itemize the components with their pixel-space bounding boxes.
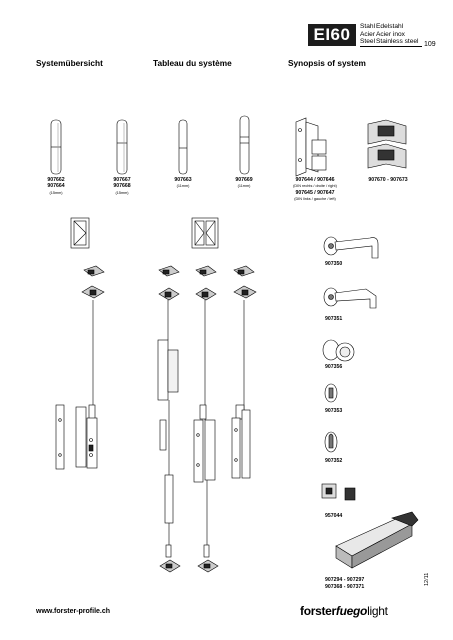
- handle-caption: 907351: [325, 316, 343, 322]
- part-caption: 907662 907664 (15mm): [47, 177, 65, 195]
- panic-bar-icon: [335, 511, 419, 569]
- brand-logo: forsterfuegolight: [300, 604, 388, 618]
- flush-bolt-icon: [157, 339, 179, 524]
- page-number: 109: [424, 41, 436, 48]
- material-label: Stainless steel: [376, 38, 419, 46]
- bolt-end-icon: [159, 544, 219, 573]
- cylinder-escutcheon-icon: [324, 431, 338, 453]
- lever-handle-icon: [323, 287, 377, 309]
- header-rule: [360, 46, 422, 47]
- hinge-bolt-icon: [239, 115, 250, 175]
- keeper-plate-icon: [83, 265, 255, 277]
- title-french: Tableau du système: [153, 58, 232, 68]
- handle-caption: 907356: [325, 364, 343, 370]
- lever-handle-icon: [323, 236, 379, 259]
- double-door-icon: [191, 217, 219, 249]
- handle-caption: 957044: [325, 513, 343, 519]
- handle-caption: 907350: [325, 261, 343, 267]
- single-door-icon: [70, 217, 90, 249]
- material-label: Edelstahl: [376, 23, 404, 30]
- hinge-bolt-icon: [178, 119, 188, 175]
- electric-strike-icon: [321, 483, 356, 501]
- material-label: Stahl: [360, 23, 376, 30]
- material-label: Steel: [360, 38, 376, 46]
- material-label: Acier inox: [376, 30, 405, 38]
- part-caption: 907669 (11mm): [235, 177, 253, 189]
- part-caption: 907663 (11mm): [174, 177, 192, 189]
- hinge-leaf-icon: [295, 117, 327, 177]
- lock-assembly-icon: [55, 404, 98, 470]
- panic-bar-caption: 907294 - 907297 907368 - 907371: [325, 577, 365, 590]
- section-badge: EI60: [308, 24, 356, 46]
- website-link[interactable]: www.forster-profile.ch: [36, 608, 111, 615]
- material-label: Acier: [360, 30, 376, 38]
- key-escutcheon-icon: [324, 383, 338, 403]
- handle-caption: 907352: [325, 458, 343, 464]
- date-code: 12/11: [424, 572, 430, 586]
- lock-assembly-icon: [193, 404, 251, 483]
- rod-guide-icon: [81, 285, 257, 301]
- hinge-bolt-icon: [50, 119, 62, 175]
- title-english: Synopsis of system: [288, 58, 366, 68]
- part-caption: 907667 907668 (15mm): [113, 177, 131, 195]
- handle-caption: 907353: [325, 408, 343, 414]
- knob-handle-icon: [322, 339, 355, 362]
- hinge-bolt-icon: [116, 119, 128, 175]
- part-caption: 907644 / 907646 (DIN rechts / droite / r…: [293, 177, 337, 201]
- title-german: Systemübersicht: [36, 58, 103, 68]
- hinge-pair-icon: [367, 119, 407, 169]
- part-caption: 907670 - 907673: [368, 177, 408, 183]
